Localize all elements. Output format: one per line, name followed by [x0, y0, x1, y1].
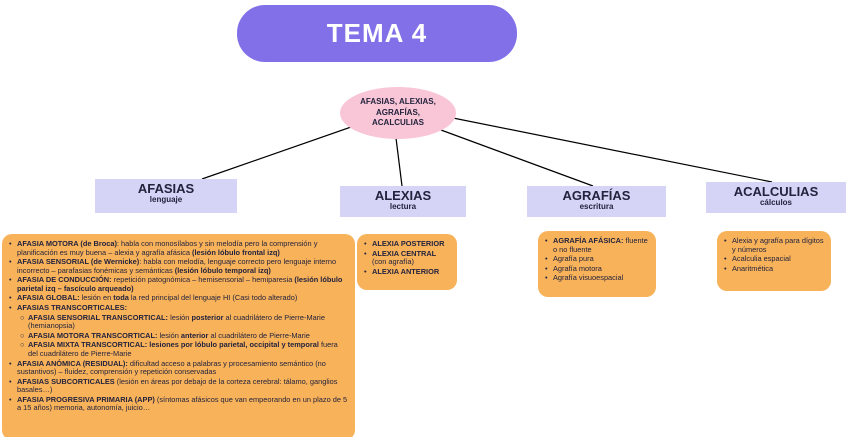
bullet-icon: • [364, 266, 367, 276]
sub-bullet-icon: ○ [20, 340, 25, 350]
branch-node-acalculias: ACALCULIAS cálculos [706, 182, 846, 213]
branch-node-afasias: AFASIAS lenguaje [95, 179, 237, 213]
root-node-label: AFASIAS, ALEXIAS, AGRAFÍAS, ACALCULIAS [360, 97, 436, 128]
branch-node-alexias: ALEXIAS lectura [340, 186, 466, 217]
list-item: ○AFASIA MIXTA TRANSCORTICAL: lesiones po… [9, 341, 348, 358]
list-item: • ALEXIA CENTRAL (con agrafía) [364, 248, 450, 267]
list-item: • ALEXIA ANTERIOR [364, 266, 450, 277]
bullet-icon: • [724, 263, 727, 273]
detail-panel-afasias: • AFASIA MOTORA (de Broca): habla con mon… [2, 234, 355, 437]
list-item: ○AFASIA MOTORA TRANSCORTICAL: lesión ant… [9, 330, 348, 341]
list-item-text: Agrafía motora [553, 263, 602, 273]
list-item: • Acalculia espacial [724, 254, 824, 264]
list-item: • AFASIA ANÓMICA (RESIDUAL): dificultad a… [9, 358, 348, 377]
list-item-text: Alexia y agrafía para dígitos y números [732, 236, 824, 254]
list-item: • Agrafía motora [545, 263, 649, 274]
sub-bullet-icon: ○ [20, 312, 25, 322]
list-item-text: AFASIA ANÓMICA (RESIDUAL): dificultad ac… [17, 358, 326, 377]
bullet-icon: • [545, 263, 548, 273]
bullet-icon: • [9, 394, 12, 404]
list-item-text: Anaritmética [732, 263, 774, 273]
branch-sublabel: cálculos [759, 198, 792, 208]
list-item-text: AFASIAS SUBCORTICALES (lesión en áreas p… [17, 376, 338, 395]
bullet-icon: • [9, 358, 12, 368]
list-item-text: Agrafía visuoespacial [553, 273, 624, 283]
detail-panel-acalculias: • Alexia y agrafía para dígitos y números… [717, 231, 831, 291]
list-item: • AFASIAS SUBCORTICALES (lesión en áreas … [9, 376, 348, 395]
list-item: • AGRAFÍA AFÁSICA: fluente o no fluente [545, 236, 649, 254]
bullet-icon: • [545, 236, 548, 245]
branch-sublabel: lectura [389, 202, 417, 212]
detail-panel-agrafias: • AGRAFÍA AFÁSICA: fluente o no fluente • A… [538, 231, 656, 297]
sub-bullet-icon: ○ [20, 330, 25, 340]
list-item: • ALEXIA POSTERIOR [364, 239, 450, 249]
list-item: • AFASIA GLOBAL: lesión en toda la red pr… [9, 294, 348, 303]
list-item: • AFASIAS TRANSCORTICALES: [9, 303, 348, 313]
list-item-text: AFASIA SENSORIAL TRANSCORTICAL: lesión p… [28, 312, 325, 331]
list-item-text: AFASIA MOTORA TRANSCORTICAL: lesión ante… [28, 330, 310, 340]
list-item-text: AFASIA MOTORA (de Broca): habla con mono… [17, 239, 318, 257]
bullet-icon: • [9, 376, 12, 386]
bullet-icon: • [364, 239, 367, 248]
branch-label: ALEXIAS [374, 188, 432, 203]
bullet-icon: • [724, 236, 727, 245]
list-item: ○AFASIA SENSORIAL TRANSCORTICAL: lesión … [9, 312, 348, 331]
list-item-text: ALEXIA CENTRAL (con agrafía) [372, 248, 437, 267]
title-text: TEMA 4 [326, 18, 428, 48]
branch-sublabel: escritura [579, 202, 614, 212]
bullet-icon: • [9, 303, 12, 313]
list-item-text: Acalculia espacial [732, 254, 791, 264]
branch-node-agrafias: AGRAFÍAS escritura [527, 186, 666, 217]
list-item: • AFASIA DE CONDUCCIÓN: repetición patogn… [9, 275, 348, 293]
list-item-text: ALEXIA ANTERIOR [372, 266, 440, 276]
list-item-text: Agrafía pura [553, 254, 594, 264]
bullet-icon: • [364, 248, 367, 258]
bullet-icon: • [9, 239, 12, 248]
list-item: • AFASIA MOTORA (de Broca): habla con mon… [9, 239, 348, 257]
list-item-text: AFASIAS TRANSCORTICALES: [17, 303, 128, 313]
list-item-text: AFASIA SENSORIAL (de Wernicke): habla co… [17, 257, 337, 275]
root-node: AFASIAS, ALEXIAS, AGRAFÍAS, ACALCULIAS [340, 87, 456, 139]
list-item: • AFASIA SENSORIAL (de Wernicke): habla c… [9, 257, 348, 275]
branch-label: AGRAFÍAS [562, 188, 631, 203]
list-item: • AFASIA PROGRESIVA PRIMARIA (APP) (sínto… [9, 394, 348, 413]
bullet-icon: • [545, 273, 548, 283]
branch-label: ACALCULIAS [733, 184, 819, 199]
list-item: • Agrafía visuoespacial [545, 274, 649, 283]
bullet-icon: • [9, 275, 12, 285]
list-item: • Agrafía pura [545, 254, 649, 264]
list-item-text: AFASIA DE CONDUCCIÓN: repetición patognó… [17, 275, 343, 293]
bullet-icon: • [724, 254, 727, 264]
list-item: • Anaritmética [724, 263, 824, 274]
list-item-text: ALEXIA POSTERIOR [372, 239, 445, 248]
branch-sublabel: lenguaje [149, 195, 183, 205]
detail-panel-alexias: • ALEXIA POSTERIOR • ALEXIA CENTRAL (con ag… [357, 234, 457, 290]
title-node: TEMA 4 [237, 5, 517, 62]
list-item-text: AFASIA GLOBAL: lesión en toda la red pri… [17, 293, 298, 303]
bullet-icon: • [545, 254, 548, 264]
bullet-icon: • [9, 257, 12, 267]
list-item: • Alexia y agrafía para dígitos y números [724, 236, 824, 254]
list-item-text: AFASIA MIXTA TRANSCORTICAL: lesiones por… [28, 340, 338, 358]
list-item-text: AFASIA PROGRESIVA PRIMARIA (APP) (síntom… [17, 394, 348, 413]
branch-label: AFASIAS [137, 181, 195, 196]
bullet-icon: • [9, 293, 12, 303]
list-item-text: AGRAFÍA AFÁSICA: fluente o no fluente [553, 236, 648, 254]
